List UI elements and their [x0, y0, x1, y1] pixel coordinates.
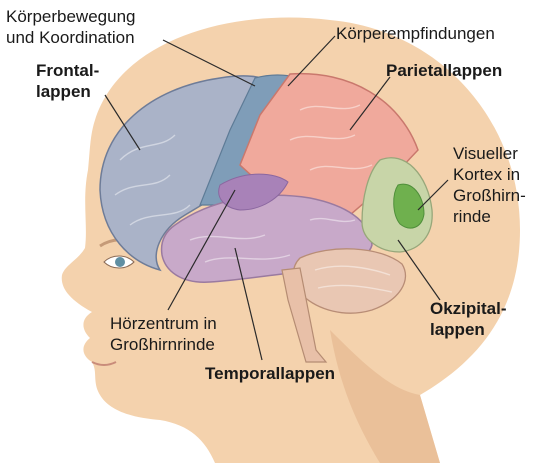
- label-occipital: Okzipital- lappen: [430, 298, 507, 340]
- label-temporal: Temporallappen: [205, 363, 335, 384]
- label-frontal: Frontal- lappen: [36, 60, 99, 102]
- label-motor: Körperbewegung und Koordination: [6, 6, 135, 48]
- label-sensations: Körperempfindungen: [336, 23, 495, 44]
- label-parietal: Parietallappen: [386, 60, 502, 81]
- label-hearing: Hörzentrum in Großhirnrinde: [110, 313, 217, 355]
- label-visual: Visueller Kortex in Großhirn- rinde: [453, 143, 526, 227]
- iris: [115, 257, 125, 267]
